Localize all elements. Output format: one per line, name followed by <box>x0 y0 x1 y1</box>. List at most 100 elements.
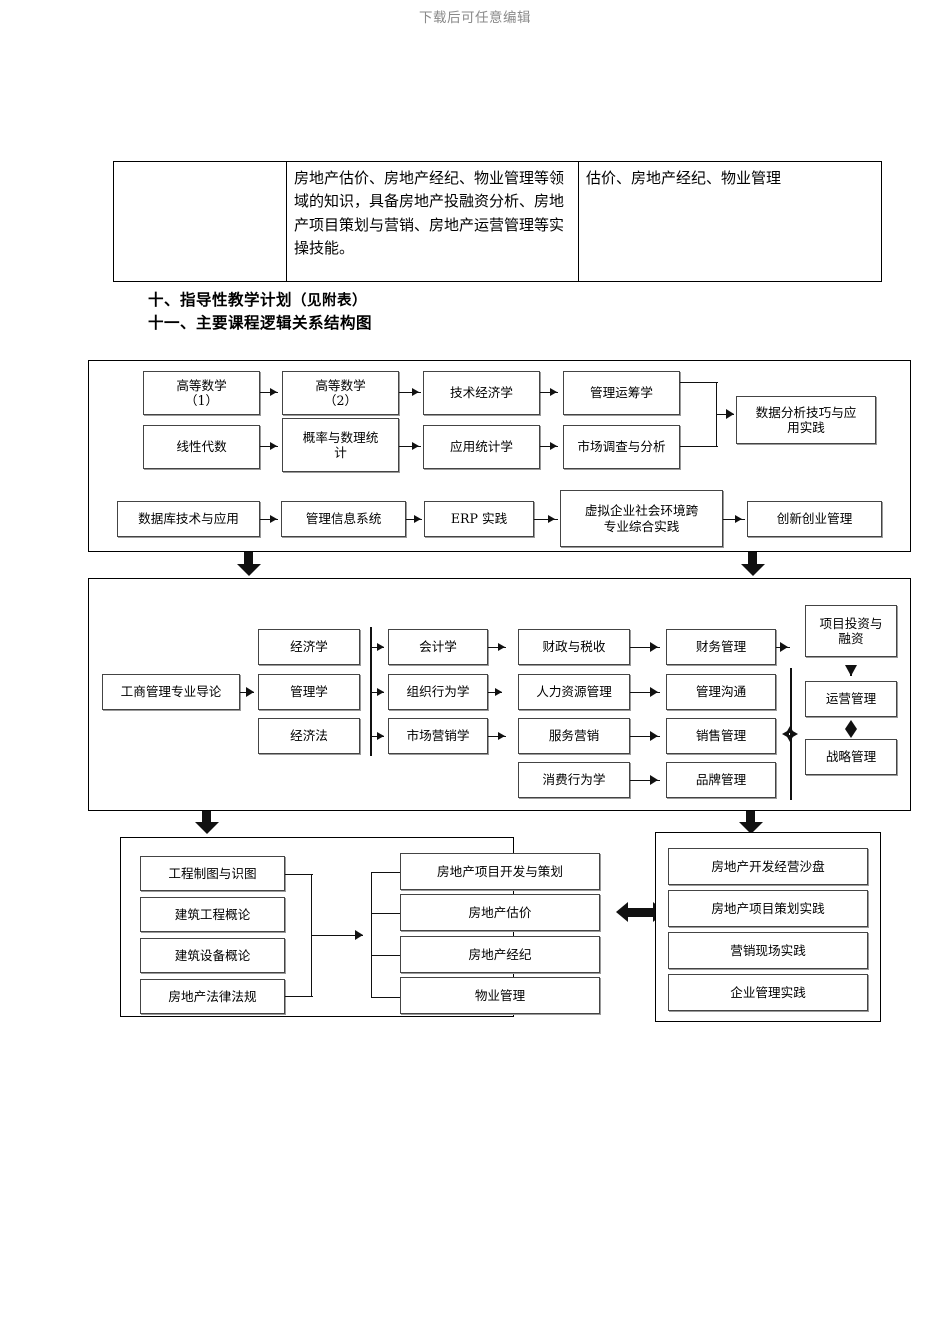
arrow-head-icon <box>412 388 419 396</box>
connector <box>488 647 506 649</box>
table-cell-domain: 估价、房地产经纪、物业管理 <box>578 161 882 282</box>
arrow-head-icon <box>548 515 555 523</box>
node-data-analysis-practice: 数据分析技巧与应 用实践 <box>736 396 876 444</box>
arrow-head-icon <box>246 687 254 697</box>
four-way-connector-icon <box>782 726 798 742</box>
connector <box>488 736 506 738</box>
node-advanced-math-2: 高等数学 （2） <box>282 371 399 415</box>
arrow-head-icon <box>550 442 557 450</box>
page-watermark: 下载后可任意编辑 <box>419 10 531 26</box>
arrow-head-icon <box>650 775 658 785</box>
connector <box>630 647 660 649</box>
arrow-head-icon <box>377 688 384 696</box>
node-realestate-law: 房地产法律法规 <box>140 979 285 1014</box>
connector <box>371 913 405 915</box>
node-management-information-system: 管理信息系统 <box>281 501 406 537</box>
node-realestate-valuation: 房地产估价 <box>400 894 600 931</box>
node-accounting: 会计学 <box>388 629 488 665</box>
connector <box>630 736 660 738</box>
arrow-head-icon <box>650 731 658 741</box>
arrow-head-icon <box>735 515 742 523</box>
connector <box>630 780 660 782</box>
down-arrow-icon <box>845 665 857 676</box>
connector <box>680 446 718 448</box>
node-project-investment-financing: 项目投资与 融资 <box>805 605 897 657</box>
connector <box>540 446 558 448</box>
heading-item-11: 十一、主要课程逻辑关系结构图 <box>148 313 373 332</box>
connector <box>540 392 558 394</box>
node-virtual-enterprise-practice: 虚拟企业社会环境跨 专业综合实践 <box>560 490 723 547</box>
node-realestate-sandbox: 房地产开发经营沙盘 <box>668 848 868 885</box>
node-realestate-planning-practice: 房地产项目策划实践 <box>668 890 868 927</box>
node-market-survey-analysis: 市场调查与分析 <box>563 425 680 469</box>
arrow-head-icon <box>270 442 277 450</box>
node-management-communication: 管理沟通 <box>666 674 776 710</box>
connector <box>285 996 313 998</box>
ability-table: 房地产估价、房地产经纪、物业管理等领域的知识，具备房地产投融资分析、房地产项目策… <box>113 161 882 282</box>
arrow-head-icon <box>412 442 419 450</box>
table-cell-category <box>113 161 287 282</box>
node-business-admin-intro: 工商管理专业导论 <box>102 674 240 710</box>
arrow-head-icon <box>550 388 557 396</box>
node-finance-taxation: 财政与税收 <box>518 629 630 665</box>
connector <box>680 382 718 384</box>
table-cell-knowledge: 房地产估价、房地产经纪、物业管理等领域的知识，具备房地产投融资分析、房地产项目策… <box>286 161 579 282</box>
arrow-head-icon <box>495 688 502 696</box>
arrow-head-icon <box>270 388 277 396</box>
node-probability-statistics: 概率与数理统 计 <box>282 418 399 472</box>
node-organizational-behavior: 组织行为学 <box>388 674 488 710</box>
node-realestate-project-development: 房地产项目开发与策划 <box>400 853 600 890</box>
arrow-head-icon <box>650 642 658 652</box>
arrow-head-icon <box>780 642 788 652</box>
node-sales-management: 销售管理 <box>666 718 776 754</box>
connector-rail <box>790 668 792 800</box>
node-building-equipment-intro: 建筑设备概论 <box>140 938 285 973</box>
node-brand-management: 品牌管理 <box>666 762 776 798</box>
node-service-marketing: 服务营销 <box>518 718 630 754</box>
heading-item-10: 十、指导性教学计划（见附表） <box>148 288 367 310</box>
arrow-head-icon <box>377 732 384 740</box>
node-management-operations-research: 管理运筹学 <box>563 371 680 415</box>
node-technical-economics: 技术经济学 <box>423 371 540 415</box>
connector <box>371 872 373 998</box>
heading-item-10-note: （见附表） <box>292 292 368 309</box>
node-realestate-brokerage: 房地产经纪 <box>400 936 600 973</box>
connector-rail <box>370 627 372 756</box>
connector <box>399 392 421 394</box>
node-management: 管理学 <box>258 674 360 710</box>
node-financial-management: 财务管理 <box>666 629 776 665</box>
connector <box>630 692 660 694</box>
connector <box>723 519 745 521</box>
arrow-head-icon <box>377 643 384 651</box>
node-consumer-behavior: 消费行为学 <box>518 762 630 798</box>
arrow-head-icon <box>414 515 421 523</box>
connector <box>285 874 313 876</box>
arrow-head-icon <box>650 687 658 697</box>
arrow-head-icon <box>355 930 363 940</box>
bidirectional-block-arrow <box>616 902 665 922</box>
table-row: 房地产估价、房地产经纪、物业管理等领域的知识，具备房地产投融资分析、房地产项目策… <box>113 161 882 282</box>
connector <box>399 446 421 448</box>
node-economics: 经济学 <box>258 629 360 665</box>
block-connector-arrow-right <box>740 552 765 576</box>
node-operations-management: 运营管理 <box>805 681 897 717</box>
connector <box>716 414 734 416</box>
heading-item-10-title: 十、指导性教学计划 <box>148 290 293 309</box>
node-linear-algebra: 线性代数 <box>143 425 260 469</box>
node-strategic-management: 战略管理 <box>805 739 897 775</box>
connector <box>371 872 405 874</box>
node-enterprise-management-practice: 企业管理实践 <box>668 974 868 1011</box>
node-applied-statistics: 应用统计学 <box>423 425 540 469</box>
node-marketing-field-practice: 营销现场实践 <box>668 932 868 969</box>
arrow-head-icon <box>498 643 505 651</box>
arrow-head-icon <box>726 409 734 419</box>
node-engineering-drawing: 工程制图与识图 <box>140 856 285 891</box>
node-construction-engineering-intro: 建筑工程概论 <box>140 897 285 932</box>
node-marketing: 市场营销学 <box>388 718 488 754</box>
node-innovation-entrepreneurship: 创新创业管理 <box>747 501 882 537</box>
arrow-head-icon <box>498 732 505 740</box>
node-database-technology: 数据库技术与应用 <box>117 501 260 537</box>
connector <box>371 997 405 999</box>
node-erp-practice: ERP 实践 <box>424 501 534 537</box>
